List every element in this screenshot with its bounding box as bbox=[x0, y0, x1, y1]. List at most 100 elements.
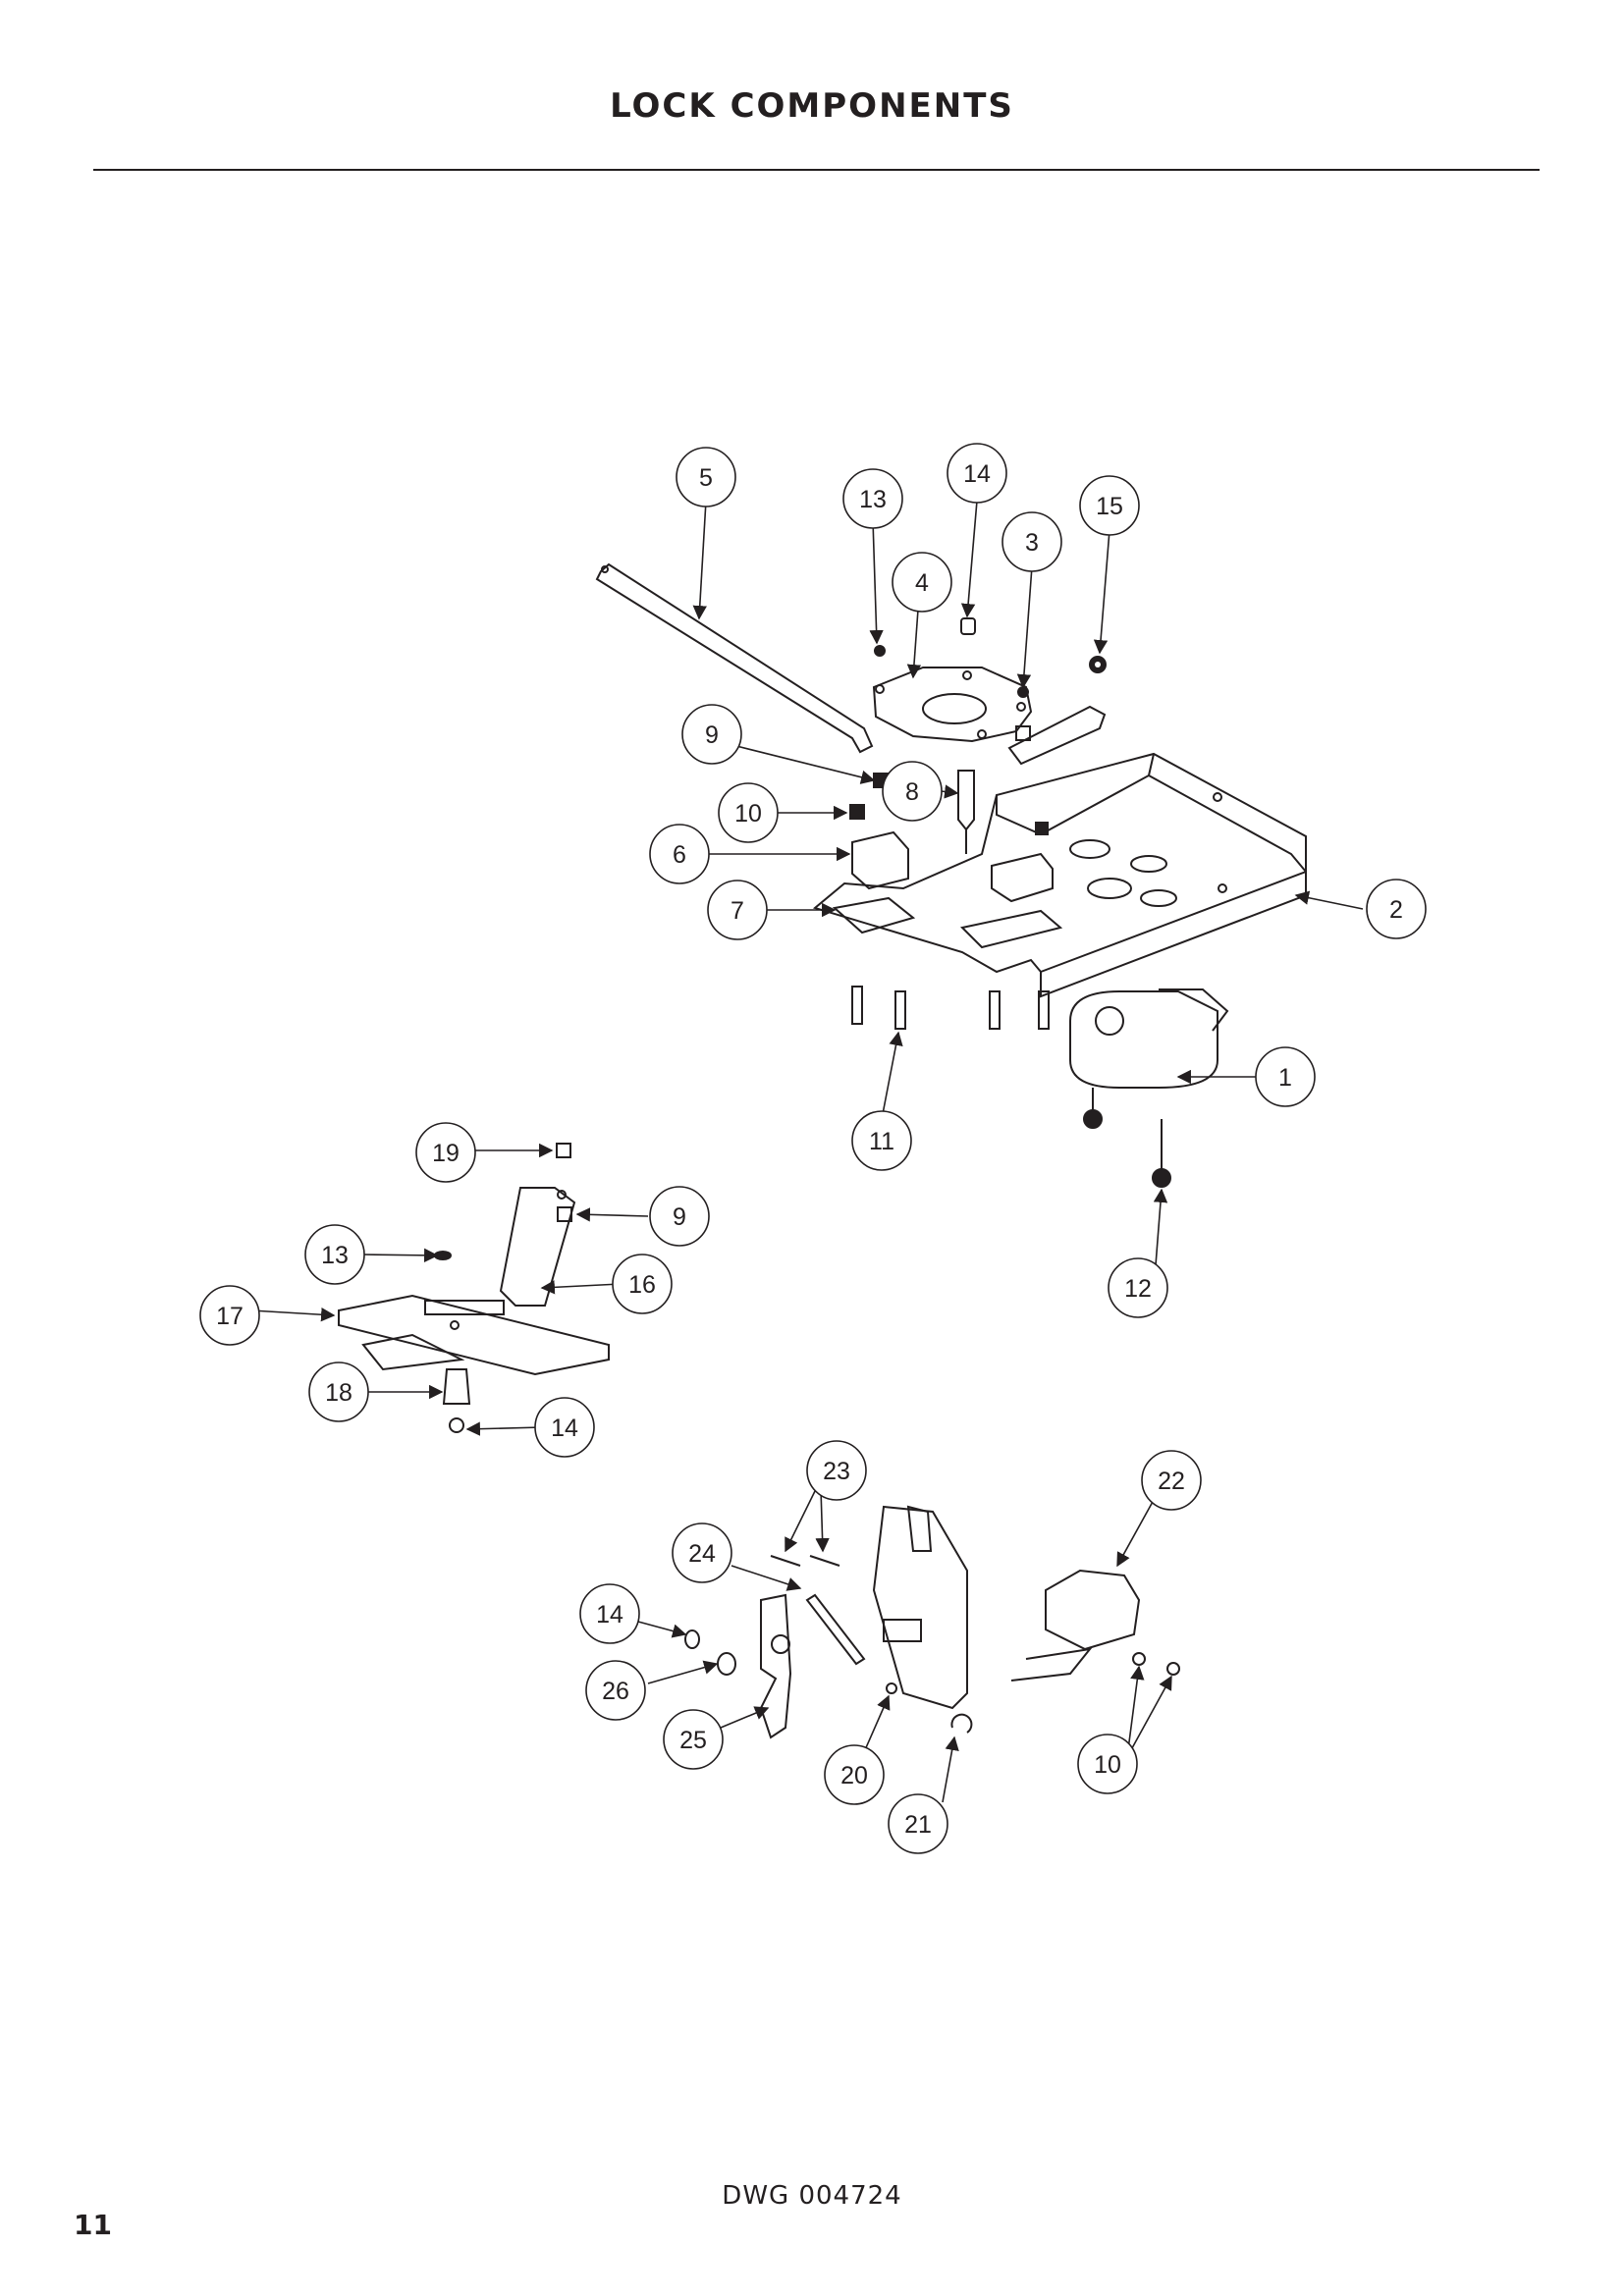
callout-label: 3 bbox=[1025, 529, 1039, 557]
drawing-number: DWG 004724 bbox=[722, 2181, 902, 2211]
callout-label: 20 bbox=[840, 1762, 868, 1789]
callout-circle bbox=[851, 1110, 912, 1171]
callout-16: 16 bbox=[612, 1254, 673, 1314]
callout-circle bbox=[649, 1186, 710, 1247]
callout-label: 16 bbox=[628, 1271, 656, 1299]
callout-label: 10 bbox=[1094, 1751, 1121, 1779]
callout-label: 21 bbox=[904, 1811, 932, 1839]
callout-circle bbox=[842, 468, 903, 529]
callout-circle bbox=[534, 1397, 595, 1458]
callout-circle bbox=[579, 1583, 640, 1644]
callout-circle bbox=[1366, 879, 1427, 939]
callout-17: 17 bbox=[199, 1285, 260, 1346]
callout-label: 12 bbox=[1124, 1275, 1152, 1303]
callout-label: 13 bbox=[859, 486, 887, 513]
title-divider bbox=[93, 169, 1540, 171]
callout-label: 26 bbox=[602, 1678, 629, 1705]
callout-20: 20 bbox=[824, 1744, 885, 1805]
callout-circle bbox=[612, 1254, 673, 1314]
part-16-arm bbox=[499, 1187, 576, 1307]
callout-circle bbox=[672, 1522, 732, 1583]
callout-9: 9 bbox=[681, 704, 742, 765]
callout-21: 21 bbox=[888, 1793, 948, 1854]
callout-label: 18 bbox=[325, 1379, 352, 1407]
part-21-clip bbox=[950, 1713, 973, 1734]
callout-label: 5 bbox=[699, 464, 713, 492]
part-1-motor bbox=[1069, 990, 1218, 1089]
callout-leaders bbox=[250, 500, 1364, 1803]
part-26-bushing bbox=[717, 1652, 736, 1676]
callout-14: 14 bbox=[947, 443, 1007, 504]
part-7-pad bbox=[832, 896, 916, 934]
callout-label: 2 bbox=[1389, 896, 1403, 924]
callout-label: 10 bbox=[734, 800, 762, 828]
callout-12: 12 bbox=[1108, 1257, 1168, 1318]
callout-label: 9 bbox=[673, 1203, 686, 1231]
callout-18: 18 bbox=[308, 1362, 369, 1422]
callout-circle bbox=[415, 1122, 476, 1183]
callout-label: 14 bbox=[596, 1601, 623, 1629]
callout-4: 4 bbox=[892, 552, 952, 613]
callout-24: 24 bbox=[672, 1522, 732, 1583]
callout-circle bbox=[718, 782, 779, 843]
callout-circle bbox=[1141, 1450, 1202, 1511]
callout-circle bbox=[649, 824, 710, 884]
callout-label: 22 bbox=[1158, 1468, 1185, 1495]
callout-circle bbox=[1108, 1257, 1168, 1318]
callout-circle bbox=[304, 1224, 365, 1285]
callout-15: 15 bbox=[1079, 475, 1140, 536]
callout-1: 1 bbox=[1255, 1046, 1316, 1107]
callout-circle bbox=[824, 1744, 885, 1805]
callout-14: 14 bbox=[579, 1583, 640, 1644]
callout-label: 11 bbox=[869, 1128, 894, 1155]
callout-label: 19 bbox=[432, 1140, 460, 1167]
callout-circle bbox=[1001, 511, 1062, 572]
callout-circle bbox=[676, 447, 736, 507]
callout-circle bbox=[1255, 1046, 1316, 1107]
part-8-post bbox=[957, 770, 975, 831]
upper-assembly-drawing bbox=[595, 562, 1307, 1188]
callout-label: 8 bbox=[905, 778, 919, 806]
callout-circle bbox=[707, 880, 768, 940]
callout-10: 10 bbox=[718, 782, 779, 843]
callout-11: 11 bbox=[851, 1110, 912, 1171]
callout-19: 19 bbox=[415, 1122, 476, 1183]
callout-circle bbox=[681, 704, 742, 765]
callout-3: 3 bbox=[1001, 511, 1062, 572]
callout-9: 9 bbox=[649, 1186, 710, 1247]
callout-label: 17 bbox=[216, 1303, 244, 1330]
callout-label: 1 bbox=[1278, 1064, 1292, 1092]
callout-label: 15 bbox=[1096, 493, 1123, 520]
callout-8: 8 bbox=[882, 761, 943, 822]
callout-13: 13 bbox=[842, 468, 903, 529]
callout-23: 23 bbox=[806, 1440, 867, 1501]
callout-circle bbox=[585, 1660, 646, 1721]
callout-label: 6 bbox=[673, 841, 686, 869]
part-6-switch bbox=[851, 830, 909, 890]
callout-label: 14 bbox=[551, 1415, 578, 1442]
callout-circle bbox=[892, 552, 952, 613]
part-18-pin bbox=[442, 1368, 471, 1405]
callout-label: 14 bbox=[963, 460, 991, 488]
page-number: 11 bbox=[74, 2209, 112, 2241]
middle-assembly-drawing bbox=[338, 1143, 610, 1433]
part-5-rod bbox=[595, 562, 874, 754]
callout-label: 9 bbox=[705, 721, 719, 749]
callout-circle bbox=[888, 1793, 948, 1854]
part-24-rod bbox=[805, 1593, 866, 1666]
callout-label: 24 bbox=[688, 1540, 716, 1568]
page-title: LOCK COMPONENTS bbox=[610, 86, 1014, 126]
callout-label: 4 bbox=[915, 569, 929, 597]
callout-circle bbox=[199, 1285, 260, 1346]
callout-6: 6 bbox=[649, 824, 710, 884]
callout-label: 13 bbox=[321, 1242, 349, 1269]
part-20-bracket bbox=[872, 1505, 968, 1710]
callout-circle bbox=[1079, 475, 1140, 536]
callout-22: 22 bbox=[1141, 1450, 1202, 1511]
callout-circle bbox=[947, 443, 1007, 504]
callout-circle bbox=[882, 761, 943, 822]
callout-circle bbox=[806, 1440, 867, 1501]
part-22-block bbox=[1045, 1569, 1141, 1651]
